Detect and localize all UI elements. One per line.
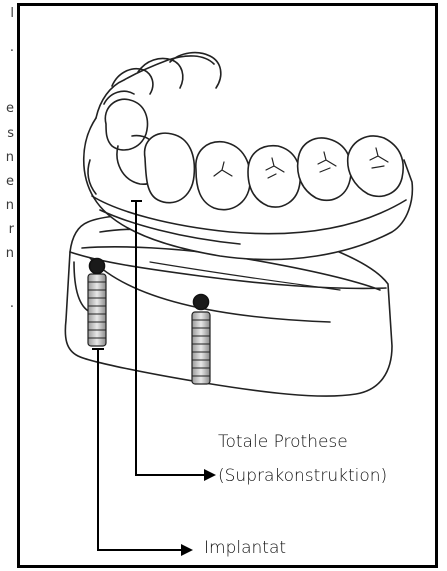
full-denture (84, 53, 413, 260)
implant-arrowhead (181, 544, 193, 556)
prosthesis-label: Totale Prothese (218, 432, 348, 452)
implant-label: Implantat (204, 538, 286, 558)
prosthesis-arrowhead (204, 469, 216, 481)
implant-leader-line (92, 349, 185, 550)
suprakonstruktion-label: (Suprakonstruktion) (218, 466, 387, 486)
